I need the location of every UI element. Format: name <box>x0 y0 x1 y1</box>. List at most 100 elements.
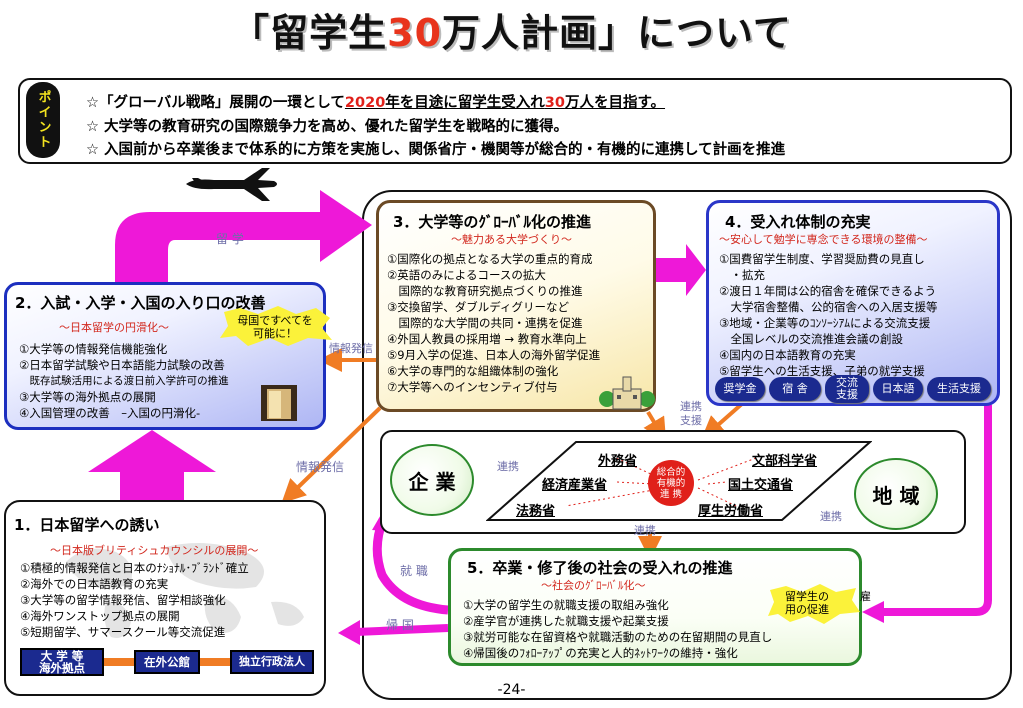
ministry-land: 国土交通省 <box>728 478 794 493</box>
label-cooperation-3: 連携 <box>820 510 842 523</box>
embassy-button[interactable]: 在外公館 <box>134 650 200 674</box>
list-item: ②海外での日本語教育の充実 <box>20 577 169 591</box>
ministry-health: 厚生労働省 <box>698 504 764 519</box>
ministry-justice: 法務省 <box>516 504 556 519</box>
arrow-study-abroad <box>115 190 372 282</box>
school-building-icon <box>599 376 655 410</box>
airplane-icon <box>186 168 277 201</box>
world-map-icon <box>66 543 304 638</box>
section-2-callout: 母国ですべてを 可能に！ <box>237 314 313 340</box>
label-info-2: 情報発信 <box>296 460 345 474</box>
list-item: 全国レベルの交流推進会議の創設 <box>719 332 903 346</box>
arrow-s3-mid <box>643 410 667 443</box>
company-circle: 企 業 <box>390 444 474 516</box>
section-1-list: ①積極的情報発信と日本のﾅｼｮﾅﾙ･ﾌﾞﾗﾝﾄﾞ確立 ②海外での日本語教育の充実… <box>20 560 249 640</box>
page-title: 「留学生30万人計画」について <box>231 11 792 55</box>
section-5-subtitle: ～社会のｸﾞﾛｰﾊﾞﾙ化～ <box>541 579 646 592</box>
ministry-foreign-affairs: 外務省 <box>598 454 638 469</box>
section-4-card: 4．受入れ体制の充実 ～安心して勉学に専念できる環境の整備～ ①国費留学生制度、… <box>706 200 1000 406</box>
section-3-card: 3．大学等のｸﾞﾛｰﾊﾞﾙ化の推進 ～魅力ある大学づくり～ ①国際化の拠点となる… <box>376 200 656 412</box>
point-line-3: ☆ 入国前から卒業後まで体系的に方策を実施し、関係省庁・機関等が総合的・有機的に… <box>86 142 786 158</box>
list-item: ②日本留学試験や日本語能力試験の改善 <box>19 358 225 372</box>
callout-burst-employment <box>768 584 860 624</box>
list-item: ②英語のみによるコースの拡大 <box>387 268 546 282</box>
agency-button[interactable]: 独立行政法人 <box>230 650 314 674</box>
region-circle: 地 域 <box>854 458 938 530</box>
door-icon <box>261 385 297 421</box>
list-item: ④入国管理の改善 –入国の円滑化- <box>19 406 201 420</box>
label-cooperation-2: 連携 <box>497 460 519 473</box>
list-item: ④国内の日本語教育の充実 <box>719 348 856 362</box>
list-item: ①積極的情報発信と日本のﾅｼｮﾅﾙ･ﾌﾞﾗﾝﾄﾞ確立 <box>20 561 249 575</box>
list-item: ③大学等の海外拠点の展開 <box>19 390 156 404</box>
connector-2 <box>200 658 230 666</box>
list-item: ⑤9月入学の促進、日本人の海外留学促進 <box>387 348 601 362</box>
list-item: 既存試験活用による渡日前入学許可の推進 <box>19 375 229 387</box>
label-cooperation-4: 連携 <box>634 524 656 537</box>
page-number: -24- <box>497 682 526 698</box>
section-2-title: 2．入試・入学・入国の入り口の改善 <box>15 294 266 312</box>
arrow-return <box>355 624 449 636</box>
section-1-card: 1．日本留学への誘い ～日本版ブリティシュカウンシルの展開～ ①積極的情報発信と… <box>4 500 326 696</box>
point-line-2: ☆ 大学等の教育研究の国際競争力を高め、優れた留学生を戦略的に獲得。 <box>86 119 569 135</box>
section-3-list: ①国際化の拠点となる大学の重点的育成 ②英語のみによるコースの拡大 国際的な教育… <box>387 251 600 395</box>
point-badge: ポイント <box>26 82 60 158</box>
label-info-1: 情報発信 <box>329 342 373 355</box>
pill-exchange[interactable]: 交流 支援 <box>825 375 869 403</box>
list-item: ①国費留学生制度、学習奨励費の見直し <box>719 252 925 266</box>
section-5-callout: 留学生の 用の促進 <box>785 590 829 616</box>
list-item: ①大学等の情報発信機能強化 <box>19 342 168 356</box>
list-item: ④海外ワンストップ拠点の展開 <box>20 609 180 623</box>
arrow-s4-to-s5 <box>880 405 992 616</box>
label-employment: 就 職 <box>400 564 428 578</box>
section-2-list: ①大学等の情報発信機能強化 ②日本留学試験や日本語能力試験の改善 既存試験活用に… <box>19 341 229 421</box>
section-2-subtitle: ～日本留学の円滑化～ <box>59 321 169 334</box>
pill-japanese[interactable]: 日本語 <box>873 377 923 401</box>
label-cooperation-support: 連携 支援 <box>680 400 702 427</box>
list-item: ⑥大学の専門的な組織体制の強化 <box>387 364 559 378</box>
list-item: ④外国人教員の採用増 → 教育水準向上 <box>387 332 587 346</box>
pill-life-support[interactable]: 生活支援 <box>927 377 991 401</box>
callout-burst <box>220 306 332 346</box>
section-3-subtitle: ～魅力ある大学づくり～ <box>451 233 572 246</box>
label-study-abroad: 留 学 <box>216 232 244 246</box>
list-item: ・拡充 <box>719 268 765 282</box>
ministry-education: 文部科学省 <box>752 454 818 469</box>
pill-housing[interactable]: 宿 舎 <box>769 377 821 401</box>
section-5-callout-tail: 雇 <box>860 590 871 603</box>
section-4-title: 4．受入れ体制の充実 <box>725 213 871 231</box>
arrow-s1-to-s2 <box>88 430 216 500</box>
list-item: 国際的な大学間の共同・連携を促進 <box>387 316 583 330</box>
list-item: ③大学等の留学情報発信、留学相談強化 <box>20 593 226 607</box>
list-item: ②産学官が連携した就職支援や起業支援 <box>463 614 669 628</box>
list-item: ③地域・企業等のｺﾝｿｰｼｱﾑによる交流支援 <box>719 316 931 330</box>
integrated-cooperation-badge: 総合的 有機的 連 携 <box>648 460 694 506</box>
list-item: ⑤留学生への生活支援、子弟の就学支援 <box>719 364 925 378</box>
section-1-subtitle: ～日本版ブリティシュカウンシルの展開～ <box>50 544 259 557</box>
point-box <box>18 78 1012 164</box>
pill-scholarship[interactable]: 奨学金 <box>715 377 765 401</box>
section-1-title: 1．日本留学への誘い <box>14 516 160 534</box>
list-item: 大学宿舎整備、公的宿舎への入居支援等 <box>719 300 938 314</box>
section-5-title: 5．卒業・修了後の社会の受入れの推進 <box>467 559 733 577</box>
list-item: 国際的な教育研究拠点づくりの推進 <box>387 284 583 298</box>
label-return-home: 帰 国 <box>386 618 414 632</box>
section-2-card: 2．入試・入学・入国の入り口の改善 ～日本留学の円滑化～ ①大学等の情報発信機能… <box>4 282 326 430</box>
section-3-title: 3．大学等のｸﾞﾛｰﾊﾞﾙ化の推進 <box>393 213 591 231</box>
arrow-employment <box>372 518 449 615</box>
list-item: ③交換留学、ダブルディグリーなど <box>387 300 570 314</box>
section-5-list: ①大学の留学生の就職支援の取組み強化 ②産学官が連携した就職支援や起業支援 ③就… <box>463 597 772 661</box>
arrow-info-out-2 <box>281 406 382 504</box>
connector-1 <box>104 658 136 666</box>
ministry-economy: 経済産業省 <box>542 478 608 493</box>
overseas-base-button[interactable]: 大 学 等 海外拠点 <box>20 648 104 676</box>
list-item: ①大学の留学生の就職支援の取組み強化 <box>463 598 669 612</box>
list-item: ⑤短期留学、サマースクール等交流促進 <box>20 625 226 639</box>
section-4-subtitle: ～安心して勉学に専念できる環境の整備～ <box>719 233 928 246</box>
arrow-s3-to-s4 <box>654 244 706 296</box>
list-item: ③就労可能な在留資格や就職活動のための在留期間の見直し <box>463 630 773 644</box>
list-item: ⑦大学等へのインセンティブ付与 <box>387 380 558 394</box>
list-item: ②渡日１年間は公的宿舎を確保できるよう <box>719 284 937 298</box>
section-4-list: ①国費留学生制度、学習奨励費の見直し ・拡充 ②渡日１年間は公的宿舎を確保できる… <box>719 251 938 379</box>
point-line-1: ☆「グローバル戦略」展開の一環として2020年を目途に留学生受入れ30万人を目指… <box>86 95 666 111</box>
